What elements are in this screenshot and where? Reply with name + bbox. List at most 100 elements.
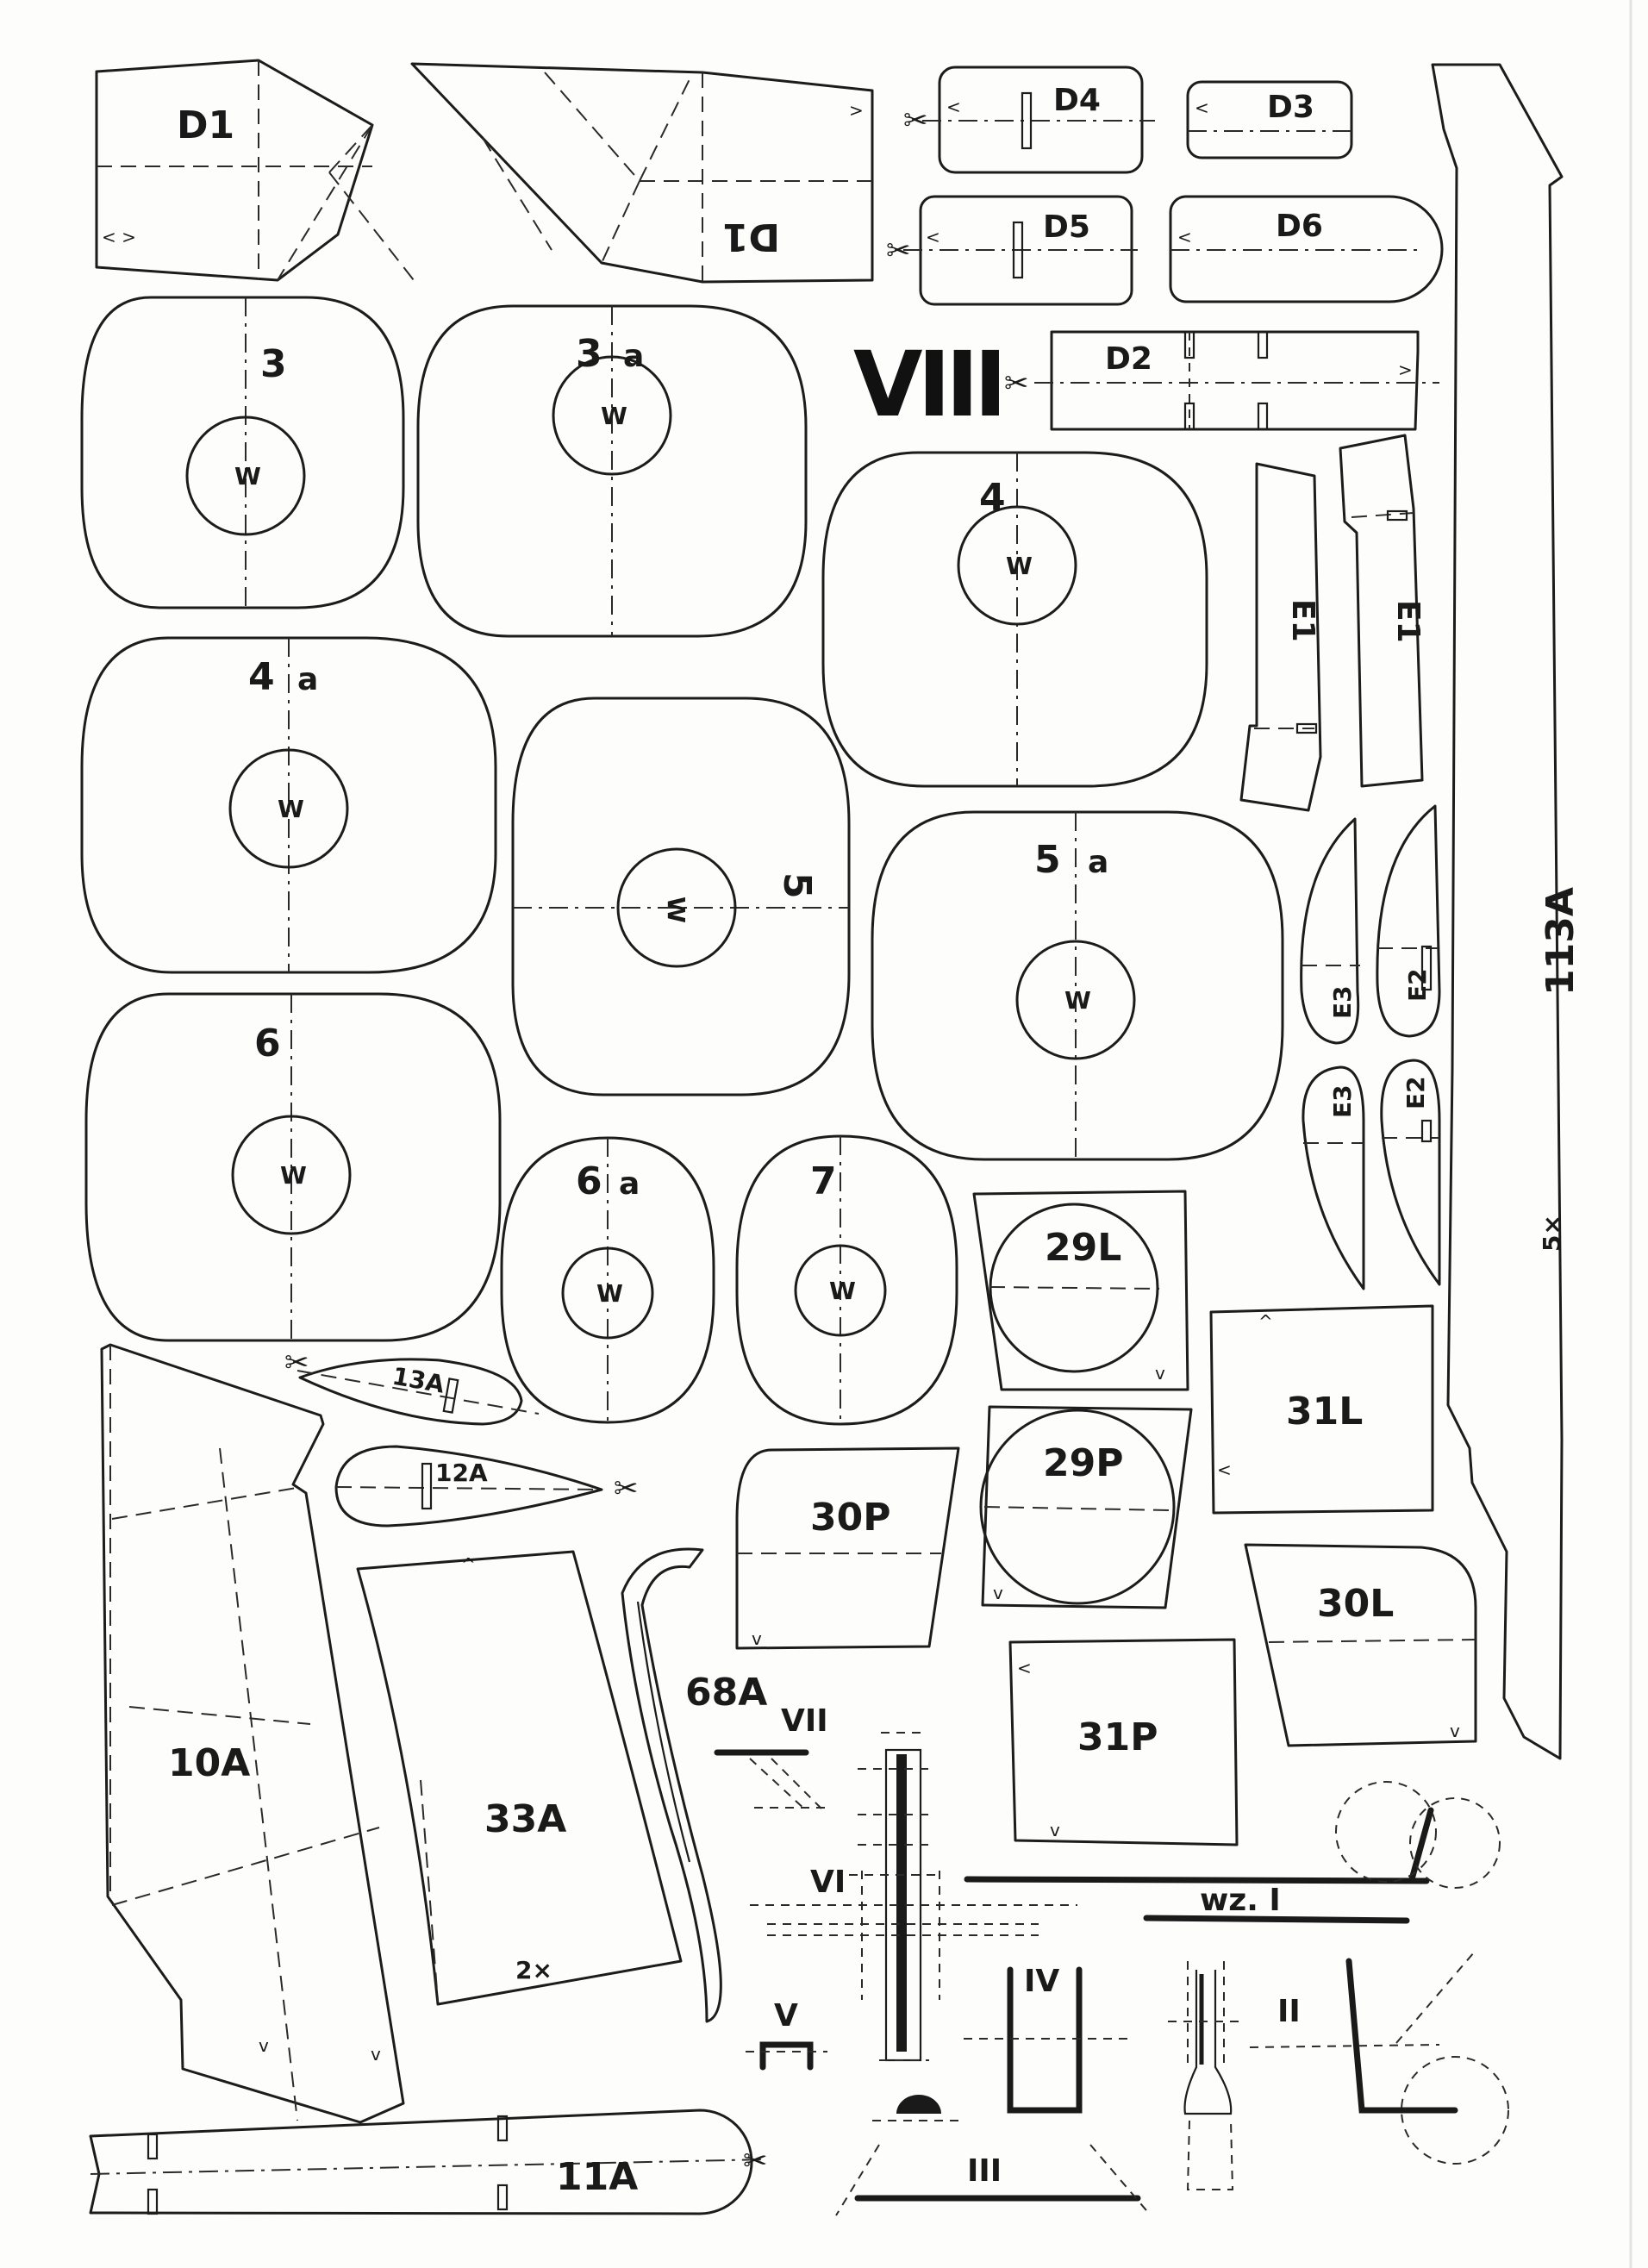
part-33A-count: 2× <box>515 1956 552 1984</box>
tab-mark: ^ <box>1258 1311 1273 1332</box>
tab-mark: < <box>1017 1658 1032 1678</box>
view-V-label: V <box>774 1998 798 2034</box>
former-3-label: 3 <box>260 342 287 386</box>
view-IV-label: IV <box>1024 1964 1059 1999</box>
part-E2-lower: E2 <box>1380 1059 1441 1286</box>
former-3: W 3 <box>80 296 405 609</box>
part-E1-left: E1 <box>1239 462 1322 812</box>
hole-W-label: W <box>662 897 690 923</box>
former-3a-number: 3 <box>576 332 602 376</box>
part-113A-label: 113A <box>1539 887 1582 996</box>
tab-mark: > <box>1398 359 1413 380</box>
part-D2: ✂ > D2 <box>1004 330 1439 431</box>
former-5: W 5 <box>511 697 851 1097</box>
view-V: V <box>746 1998 827 2071</box>
former-4: W 4 <box>821 451 1208 788</box>
former-3a: W 3 a <box>416 304 808 638</box>
view-I-label: wz. I <box>1200 1883 1281 1918</box>
part-29L-label: 29L <box>1045 1226 1121 1270</box>
part-E1-label: E1 <box>1390 600 1426 643</box>
part-D1-label: D1 <box>177 103 234 147</box>
former-5a: W 5 a <box>871 810 1284 1161</box>
part-D1-left: D1 < > <box>95 59 415 282</box>
part-30P-label: 30P <box>810 1496 890 1540</box>
tab-mark: > <box>849 100 864 121</box>
former-6a: W 6 a <box>500 1136 715 1424</box>
part-11A-label: 11A <box>556 2155 638 2199</box>
former-4a-number: 4 <box>248 655 275 699</box>
former-6a-suffix: a <box>619 1166 640 1202</box>
scissors-icon: ✂ <box>903 103 928 138</box>
part-E2-upper: E2 <box>1376 804 1441 1038</box>
part-D4: ✂ < D4 <box>903 66 1155 174</box>
part-31L: 31L ^ < <box>1209 1304 1434 1515</box>
scissors-icon: ✂ <box>1004 366 1029 401</box>
part-29P-label: 29P <box>1043 1441 1123 1485</box>
part-30P: 30P v <box>735 1446 960 1650</box>
part-13A: ✂ 13A <box>284 1346 540 1426</box>
tab-mark: v <box>993 1583 1003 1603</box>
part-10A-label: 10A <box>168 1741 250 1785</box>
tab-mark: < <box>946 97 961 117</box>
scissors-icon: ✂ <box>284 1346 309 1380</box>
tab-mark: v <box>1450 1721 1460 1741</box>
part-D6: < D6 <box>1169 195 1444 303</box>
part-D1-right: D1 > <box>410 62 874 284</box>
part-31L-label: 31L <box>1286 1390 1363 1434</box>
part-E3-lower: E3 <box>1302 1065 1365 1290</box>
part-E3-label: E3 <box>1328 985 1357 1019</box>
tab-mark: v <box>371 2044 381 2065</box>
part-29P: 29P v <box>979 1405 1193 1609</box>
part-29L: 29L v <box>972 1190 1189 1391</box>
hole-W-label: W <box>829 1277 856 1305</box>
former-6a-number: 6 <box>576 1159 602 1203</box>
part-D3-label: D3 <box>1267 90 1314 125</box>
part-E1-label: E1 <box>1285 599 1320 642</box>
part-30L-label: 30L <box>1317 1582 1394 1626</box>
view-III-label: III <box>967 2153 1002 2189</box>
view-IV: IV <box>964 1964 1133 2114</box>
part-30L: 30L v <box>1244 1543 1477 1747</box>
part-68A: 68A <box>621 1547 767 2023</box>
part-E3-label: E3 <box>1328 1084 1357 1118</box>
view-I: wz. I <box>964 1781 1501 1924</box>
part-31P-label: 31P <box>1077 1715 1158 1759</box>
former-5a-suffix: a <box>1088 845 1108 880</box>
part-D4-label: D4 <box>1053 83 1101 118</box>
hole-W-label: W <box>1006 552 1033 580</box>
part-33A: ^ 33A 2× <box>356 1550 683 2006</box>
tab-mark: v <box>259 2035 269 2056</box>
former-6-label: 6 <box>254 1022 281 1065</box>
former-5-label: 5 <box>775 872 819 899</box>
hole-W-label: W <box>596 1279 623 1308</box>
part-E3-upper: E3 <box>1300 817 1360 1045</box>
former-7-label: 7 <box>810 1159 837 1203</box>
hole-W-label: W <box>601 402 627 430</box>
sheet-number: VIII <box>853 332 1002 437</box>
hole-W-label: W <box>234 462 261 490</box>
part-12A-label: 12A <box>435 1459 488 1487</box>
former-3a-suffix: a <box>623 339 644 374</box>
view-VI-label: VI <box>810 1865 846 1900</box>
part-D1-rotated-label: D1 <box>722 215 780 259</box>
tab-mark: < <box>1177 227 1192 247</box>
hole-W-label: W <box>280 1161 307 1190</box>
tab-mark: < <box>1217 1459 1232 1480</box>
tab-mark: < <box>926 227 940 247</box>
view-VI: VI <box>750 1732 1077 2062</box>
former-6: W 6 <box>84 992 502 1342</box>
view-II: II <box>1168 1952 1509 2190</box>
part-113A-count: 5× <box>1538 1215 1566 1252</box>
tab-mark: < <box>1195 97 1209 118</box>
view-VII: VII <box>714 1703 828 1811</box>
part-31P: 31P < v <box>1008 1638 1239 1846</box>
scissors-icon: ✂ <box>614 1471 639 1506</box>
tab-mark: < > <box>102 227 136 247</box>
part-E2-label: E2 <box>1401 1076 1430 1109</box>
part-D2-label: D2 <box>1105 341 1152 377</box>
part-10A: 10A v v <box>100 1343 405 2124</box>
hole-W-label: W <box>278 795 304 823</box>
part-D5: ✂ < D5 <box>886 195 1138 306</box>
former-5a-number: 5 <box>1034 838 1061 882</box>
